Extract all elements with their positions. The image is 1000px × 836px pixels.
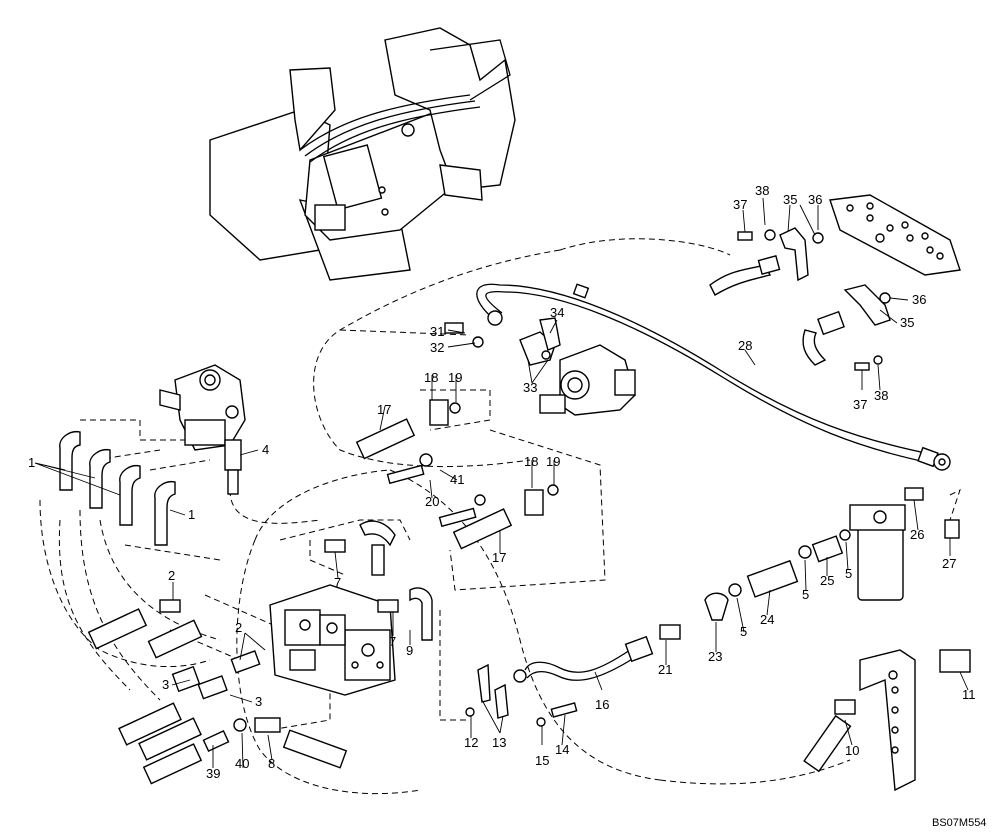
mounting-plate <box>709 194 961 371</box>
callout-37: 37 <box>853 397 867 412</box>
callout-39: 39 <box>206 766 220 781</box>
callout-3: 3 <box>162 677 169 692</box>
drawing-code: BS07M554 <box>932 817 986 829</box>
callout-18: 18 <box>524 454 538 469</box>
callout-33: 33 <box>523 380 537 395</box>
callout-9: 9 <box>406 643 413 658</box>
callout-36: 36 <box>808 192 822 207</box>
callout-17: 17 <box>377 402 391 417</box>
callout-2: 2 <box>168 568 175 583</box>
callout-15: 15 <box>535 753 549 768</box>
leader-lines <box>34 197 969 769</box>
machine-frame <box>209 27 516 281</box>
control-valve <box>269 584 396 696</box>
callout-11: 11 <box>962 687 976 702</box>
callout-31: 31 <box>430 324 444 339</box>
callout-14: 14 <box>555 742 569 757</box>
callout-labels: 1 1 2 2 3 3 4 5 5 5 5 7 7 8 9 10 11 12 1… <box>28 183 986 829</box>
callout-8: 8 <box>268 756 275 771</box>
callout-36: 36 <box>912 292 926 307</box>
callout-16: 16 <box>595 697 609 712</box>
callout-32: 32 <box>430 340 444 355</box>
callout-7: 7 <box>389 634 396 649</box>
long-hose-28 <box>476 283 951 471</box>
callout-28: 28 <box>738 338 752 353</box>
hose-set-1 <box>59 431 176 546</box>
callout-19: 19 <box>448 370 462 385</box>
callout-17: 17 <box>492 550 506 565</box>
callout-2: 2 <box>235 620 242 635</box>
callout-37: 37 <box>733 197 747 212</box>
callout-5: 5 <box>740 624 747 639</box>
callout-25: 25 <box>820 573 834 588</box>
filter-assembly <box>659 487 971 792</box>
callout-38: 38 <box>874 388 888 403</box>
callout-19: 19 <box>546 454 560 469</box>
callout-13: 13 <box>492 735 506 750</box>
callout-20: 20 <box>425 494 439 509</box>
callout-4: 4 <box>262 442 269 457</box>
callout-1: 1 <box>188 507 195 522</box>
callout-12: 12 <box>464 735 478 750</box>
callout-1: 1 <box>28 455 35 470</box>
gear-pump <box>444 317 636 416</box>
callout-27: 27 <box>942 556 956 571</box>
callout-23: 23 <box>708 649 722 664</box>
callout-21: 21 <box>658 662 672 677</box>
callout-5: 5 <box>845 566 852 581</box>
callout-26: 26 <box>910 527 924 542</box>
callout-35: 35 <box>783 192 797 207</box>
callout-35: 35 <box>900 315 914 330</box>
callout-18: 18 <box>424 370 438 385</box>
callout-5: 5 <box>802 587 809 602</box>
callout-34: 34 <box>550 305 564 320</box>
callout-24: 24 <box>760 612 774 627</box>
callout-38: 38 <box>755 183 769 198</box>
callout-7: 7 <box>334 575 341 590</box>
callout-41: 41 <box>450 472 464 487</box>
brake-valve <box>159 364 246 495</box>
callout-40: 40 <box>235 756 249 771</box>
hose-16 <box>465 635 654 727</box>
callout-10: 10 <box>845 743 859 758</box>
fittings-left <box>87 399 559 785</box>
callout-3: 3 <box>255 694 262 709</box>
